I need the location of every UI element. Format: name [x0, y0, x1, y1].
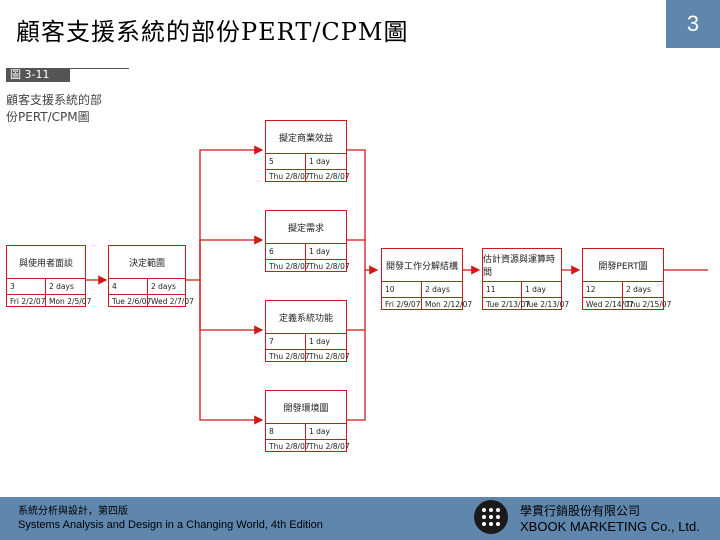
node-start: Fri 2/9/07 — [385, 300, 421, 309]
node-end: Mon 2/12/07 — [425, 300, 473, 309]
node-id: 11 — [486, 285, 496, 294]
connector-5-10 — [347, 149, 379, 275]
node-name: 與使用者面談 — [7, 246, 85, 279]
node-divider — [421, 282, 422, 309]
footer-book-en: Systems Analysis and Design in a Changin… — [18, 519, 323, 531]
node-interview-users: 與使用者面談 3 2 days Fri 2/2/07 Mon 2/5/07 — [6, 245, 91, 307]
node-pert-chart: 開發PERT圖 12 2 days Wed 2/14/07 Thu 2/15/0… — [582, 248, 671, 310]
node-duration: 1 day — [309, 157, 330, 166]
node-end: Mon 2/5/07 — [49, 297, 92, 306]
node-name: 估計資源與運算時間 — [483, 249, 561, 282]
node-duration: 2 days — [151, 282, 176, 291]
node-name: 開發PERT圖 — [583, 249, 663, 282]
figure-tag: 圖 3-11 — [6, 68, 70, 82]
company-logo-icon — [474, 500, 508, 534]
node-divider — [305, 424, 306, 451]
connector-4-7 — [199, 280, 264, 335]
node-duration: 2 days — [49, 282, 74, 291]
footer-company-en: XBOOK MARKETING Co., Ltd. — [520, 519, 700, 534]
node-divider — [521, 282, 522, 309]
node-end: Tue 2/13/07 — [525, 300, 570, 309]
node-id: 6 — [269, 247, 274, 256]
node-start: Thu 2/8/07 — [269, 442, 310, 451]
node-start: Thu 2/8/07 — [269, 352, 310, 361]
node-id: 4 — [112, 282, 117, 291]
node-end: Thu 2/8/07 — [309, 352, 350, 361]
node-id: 12 — [586, 285, 596, 294]
node-id: 5 — [269, 157, 274, 166]
node-system-functions: 定義系統功能 7 1 day Thu 2/8/07 Thu 2/8/07 — [265, 300, 350, 362]
node-id: 3 — [10, 282, 15, 291]
connector-8-10 — [347, 330, 366, 421]
node-end: Thu 2/8/07 — [309, 172, 350, 181]
node-determine-scope: 決定範圍 4 2 days Tue 2/6/07 Wed 2/7/07 — [108, 245, 194, 307]
node-start: Tue 2/13/07 — [486, 300, 531, 309]
connector-4-5 — [186, 145, 264, 281]
node-start: Thu 2/8/07 — [269, 262, 310, 271]
figure-caption: 顧客支援系統的部 份PERT/CPM圖 — [6, 92, 134, 126]
node-end: Thu 2/8/07 — [309, 442, 350, 451]
node-end: Thu 2/8/07 — [309, 262, 350, 271]
node-divider — [382, 297, 462, 298]
connector-7-10 — [347, 270, 366, 331]
figure-caption-line2: 份PERT/CPM圖 — [6, 110, 90, 124]
figure-label: 圖 3-11 — [6, 68, 129, 82]
node-start: Fri 2/2/07 — [10, 297, 46, 306]
node-end: Wed 2/7/07 — [151, 297, 194, 306]
network-connectors — [86, 145, 708, 425]
node-divider — [7, 294, 85, 295]
node-name: 擬定商業效益 — [266, 121, 346, 154]
node-divider — [305, 244, 306, 271]
node-id: 10 — [385, 285, 395, 294]
connector-4-6 — [199, 235, 264, 280]
node-duration: 2 days — [425, 285, 450, 294]
page-number: 3 — [666, 0, 720, 48]
node-start: Tue 2/6/07 — [112, 297, 152, 306]
node-name: 擬定需求 — [266, 211, 346, 244]
node-divider — [622, 282, 623, 309]
node-start: Wed 2/14/07 — [586, 300, 634, 309]
node-estimate-resources: 估計資源與運算時間 11 1 day Tue 2/13/07 Tue 2/13/… — [482, 248, 569, 310]
node-name: 定義系統功能 — [266, 301, 346, 334]
node-start: Thu 2/8/07 — [269, 172, 310, 181]
node-divider — [483, 297, 561, 298]
node-duration: 1 day — [309, 427, 330, 436]
figure-rule — [70, 68, 129, 69]
node-name: 開發工作分解結構 — [382, 249, 462, 282]
node-divider — [45, 279, 46, 306]
node-name: 決定範圍 — [109, 246, 185, 279]
node-duration: 1 day — [309, 247, 330, 256]
footer-bar — [0, 497, 720, 540]
node-divider — [305, 154, 306, 181]
node-requirements: 擬定需求 6 1 day Thu 2/8/07 Thu 2/8/07 — [265, 210, 350, 272]
node-divider — [147, 279, 148, 306]
node-divider — [266, 439, 346, 440]
node-id: 7 — [269, 337, 274, 346]
node-name: 開發環境圖 — [266, 391, 346, 424]
node-id: 8 — [269, 427, 274, 436]
node-divider — [266, 259, 346, 260]
node-duration: 1 day — [525, 285, 546, 294]
footer-company-zh: 學貫行銷股份有限公司 — [520, 504, 641, 518]
node-divider — [109, 294, 185, 295]
node-divider — [305, 334, 306, 361]
figure-caption-line1: 顧客支援系統的部 — [6, 93, 103, 107]
footer-book-zh: 系統分析與設計，第四版 — [18, 506, 128, 517]
connector-4-8 — [199, 280, 264, 425]
node-end: Thu 2/15/07 — [626, 300, 672, 309]
node-business-benefits: 擬定商業效益 5 1 day Thu 2/8/07 Thu 2/8/07 — [265, 120, 350, 182]
node-divider — [266, 169, 346, 170]
node-wbs: 開發工作分解結構 10 2 days Fri 2/9/07 Mon 2/12/0… — [381, 248, 472, 310]
node-duration: 2 days — [626, 285, 651, 294]
node-divider — [583, 297, 663, 298]
node-context-diagram: 開發環境圖 8 1 day Thu 2/8/07 Thu 2/8/07 — [265, 390, 350, 452]
node-duration: 1 day — [309, 337, 330, 346]
node-divider — [266, 349, 346, 350]
slide-title: 顧客支援系統的部份PERT/CPM圖 — [16, 18, 409, 46]
